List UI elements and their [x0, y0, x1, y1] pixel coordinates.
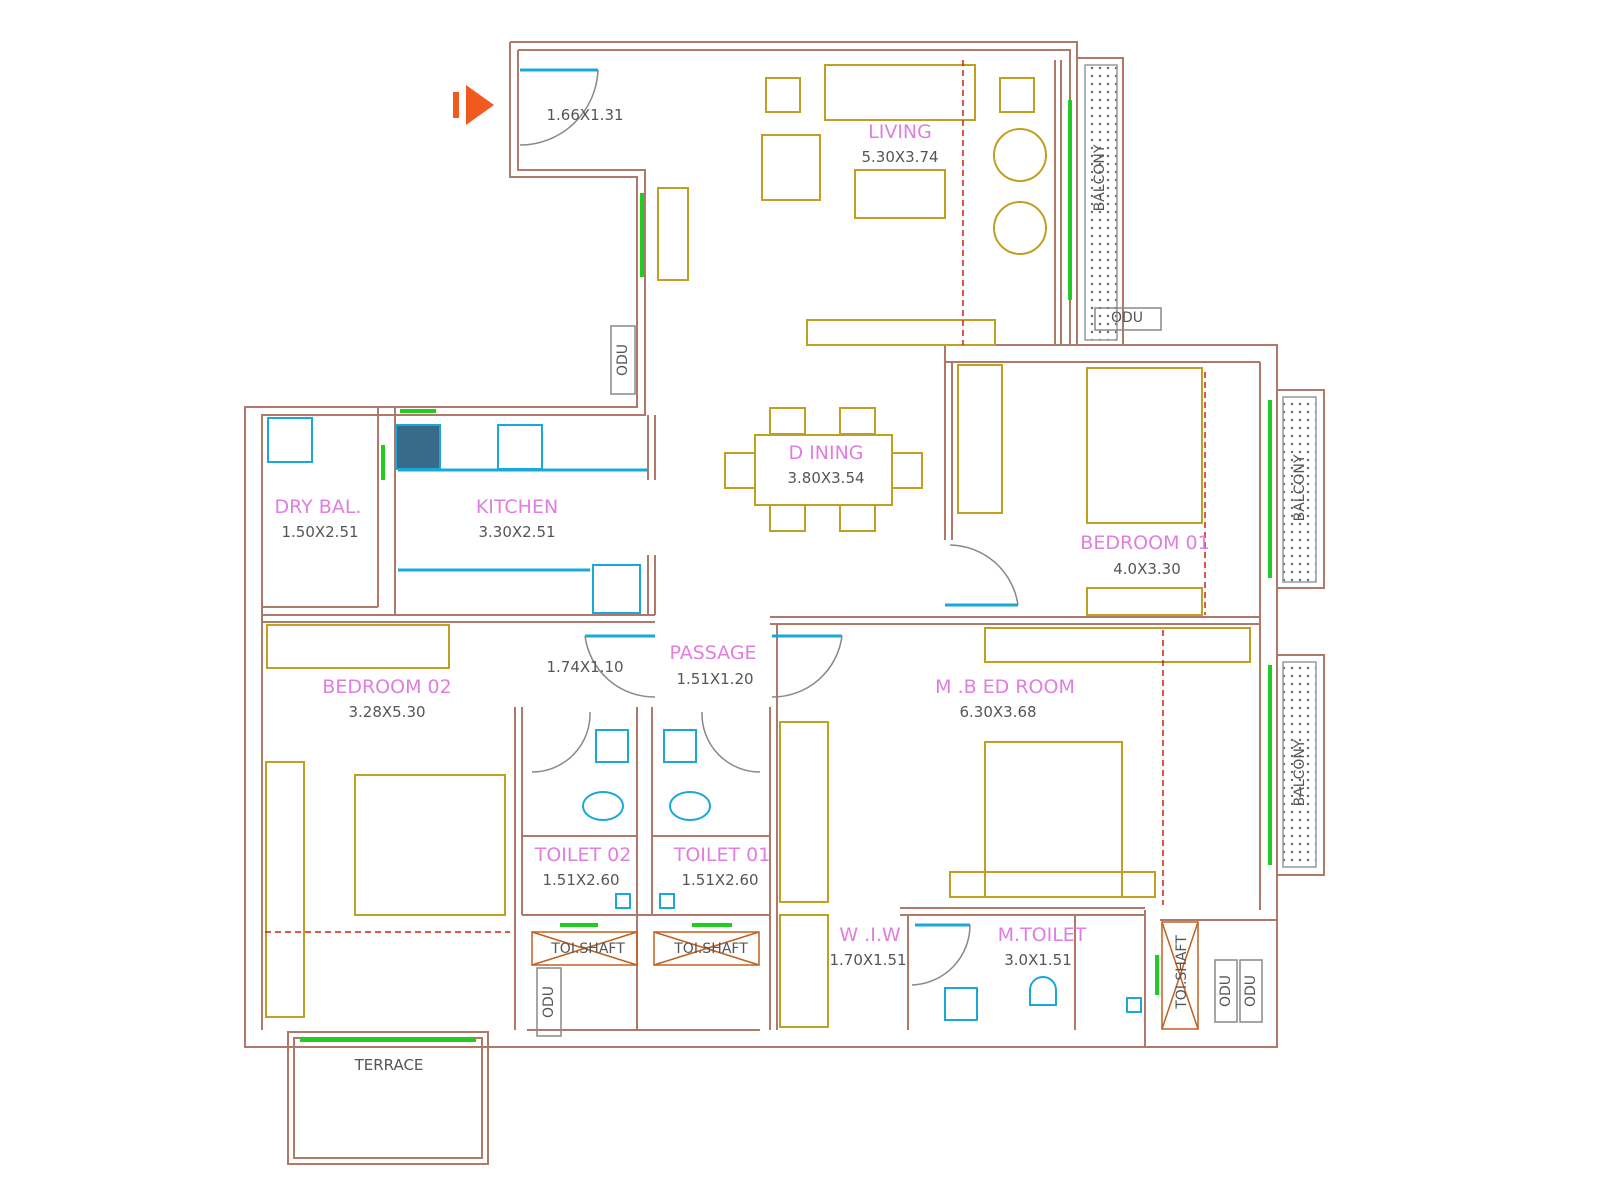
toilet02-dims: 1.51X2.60 — [542, 871, 620, 889]
master-bedroom-dims: 6.30X3.68 — [959, 703, 1037, 721]
odu-label: ODU — [1243, 974, 1259, 1008]
toilet01-label: TOILET 01 — [673, 844, 771, 866]
dry-bal-dims: 1.50X2.51 — [281, 523, 359, 541]
wiw-label: W .I.W — [839, 924, 901, 946]
odu-label: ODU — [1110, 310, 1144, 326]
odu-label: ODU — [615, 343, 631, 377]
balcony-label: BALCONY — [1292, 454, 1308, 522]
dining-label: D INING — [788, 442, 864, 464]
wiw-dims: 1.70X1.51 — [829, 951, 907, 969]
foyer-dims: 1.66X1.31 — [546, 106, 624, 124]
furniture — [265, 64, 1251, 1028]
dining-dims: 3.80X3.54 — [787, 469, 865, 487]
dry-bal-label: DRY BAL. — [274, 496, 362, 518]
windows — [300, 100, 1272, 1042]
master-toilet-dims: 3.0X1.51 — [1004, 951, 1072, 969]
toilet01-dims: 1.51X2.60 — [681, 871, 759, 889]
living-label: LIVING — [868, 121, 932, 143]
kitchen-label: KITCHEN — [475, 496, 559, 518]
kitchen-dims: 3.30X2.51 — [478, 523, 556, 541]
bedroom02-dims: 3.28X5.30 — [348, 703, 426, 721]
shaft-label: TOI.SHAFT — [1174, 935, 1190, 1009]
odu-label: ODU — [541, 985, 557, 1019]
balcony-label: BALCONY — [1092, 144, 1108, 212]
living-dims: 5.30X3.74 — [861, 148, 939, 166]
odu-label: ODU — [1218, 974, 1234, 1008]
bedroom02-label: BEDROOM 02 — [322, 676, 452, 698]
shafts — [531, 921, 1199, 1030]
bedroom01-label: BEDROOM 01 — [1080, 532, 1210, 554]
bedroom01-dims: 4.0X3.30 — [1113, 560, 1181, 578]
fixtures — [267, 417, 1142, 1021]
entry-arrow-icon — [453, 85, 494, 125]
passage-label: PASSAGE — [669, 642, 757, 664]
shaft-label: TOI.SHAFT — [674, 941, 748, 957]
passage-dims: 1.51X1.20 — [676, 670, 754, 688]
doors — [519, 69, 1019, 986]
toilet02-label: TOILET 02 — [534, 844, 632, 866]
master-toilet-label: M.TOILET — [997, 924, 1087, 946]
shaft-label: TOI.SHAFT — [551, 941, 625, 957]
terrace-label: TERRACE — [354, 1056, 424, 1074]
passage-extra-dims: 1.74X1.10 — [546, 658, 624, 676]
balcony-label: BALCONY — [1292, 739, 1308, 807]
master-bedroom-label: M .B ED ROOM — [935, 676, 1075, 698]
